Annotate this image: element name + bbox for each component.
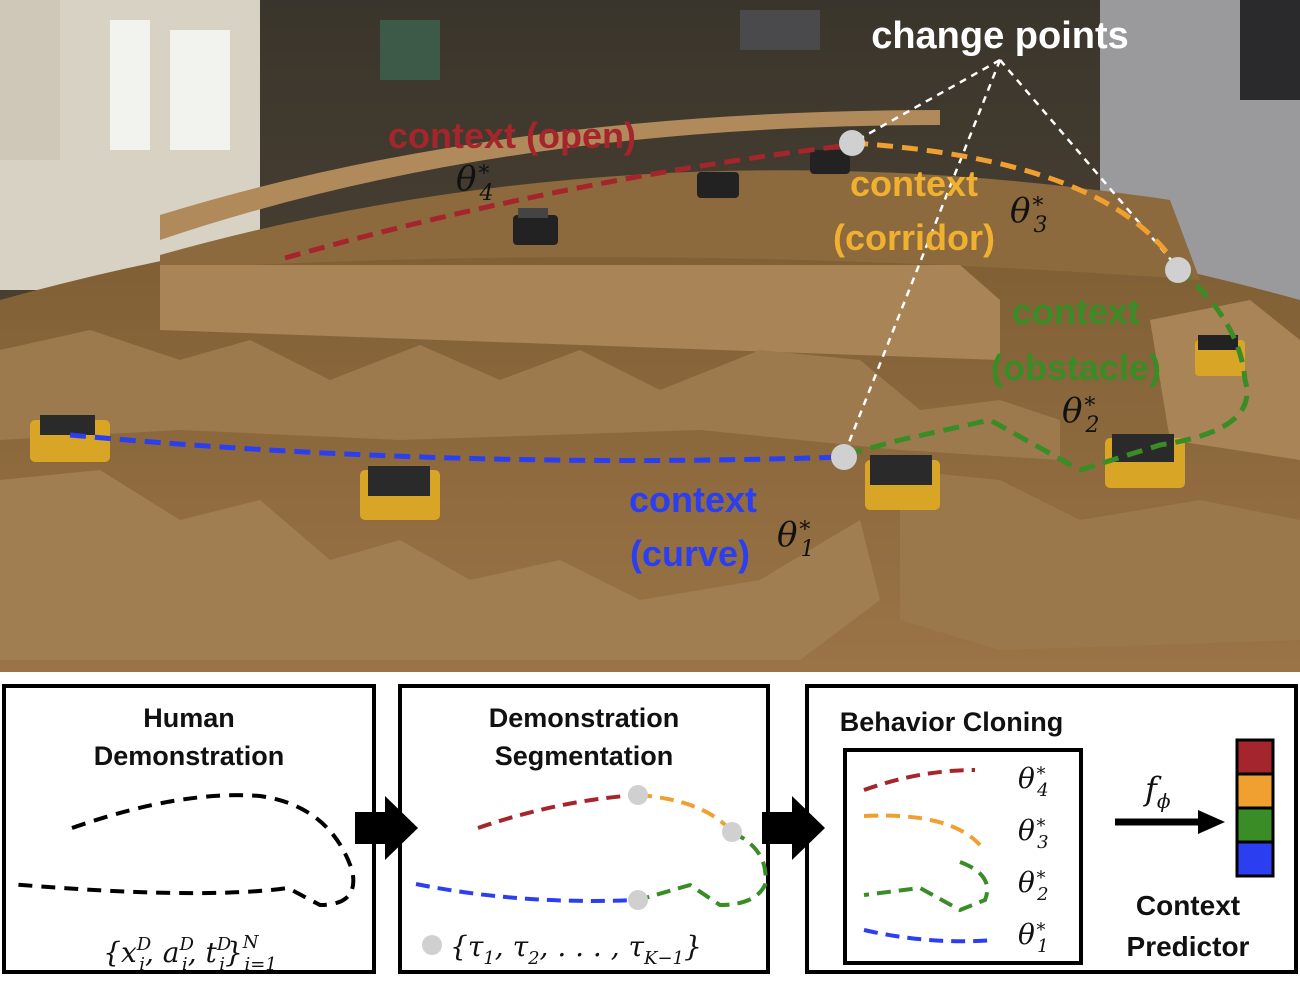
- window: [170, 30, 230, 150]
- context-cell-curve: [1237, 842, 1273, 876]
- bc-theta-4: θ∗4: [1018, 760, 1049, 801]
- predictor-function: fϕ: [1143, 770, 1171, 813]
- bc-theta-2: θ∗2: [1018, 864, 1049, 905]
- label-context-obstacle-2: (obstacle): [991, 347, 1161, 388]
- context-predictor-label-2: Predictor: [1127, 931, 1250, 962]
- robot: [697, 172, 739, 198]
- context-predictor-bar: [1237, 740, 1273, 876]
- segment-open: [478, 795, 638, 828]
- label-context-corridor: context: [850, 163, 978, 204]
- robot: [1195, 335, 1245, 376]
- theta-4-label: θ∗4: [456, 157, 493, 206]
- segment-corridor: [638, 795, 732, 832]
- label-context-obstacle: context: [1012, 291, 1140, 332]
- segmentation-formula: {τ1, τ2, . . . , τK−1}: [450, 930, 702, 969]
- change-point-marker: [1165, 257, 1191, 283]
- change-point-marker: [628, 890, 648, 910]
- lab-photo: change points context (open) context (co…: [0, 0, 1300, 672]
- window: [110, 20, 150, 150]
- theta-2-label: θ∗2: [1062, 389, 1099, 438]
- context-predictor-label: Context: [1136, 890, 1240, 921]
- robot: [810, 150, 850, 174]
- label-context-curve-2: (curve): [630, 533, 750, 574]
- arrow-right-icon: [355, 796, 418, 860]
- segment-curve: [416, 884, 638, 901]
- theta-3-label: θ∗3: [1010, 189, 1047, 238]
- bc-theta-1: θ∗1: [1018, 916, 1049, 957]
- theta-1-label: θ∗1: [777, 513, 814, 562]
- change-point-marker: [628, 785, 648, 805]
- label-context-corridor-2: (corridor): [833, 217, 995, 258]
- robot: [360, 466, 440, 520]
- segment-obstacle: [638, 832, 766, 905]
- human-trajectory: [10, 795, 353, 905]
- context-cell-corridor: [1237, 774, 1273, 808]
- label-context-curve: context: [629, 479, 757, 520]
- arrow-right-icon: [1198, 810, 1225, 834]
- label-context-open: context (open): [388, 115, 636, 156]
- context-cell-obstacle: [1237, 808, 1273, 842]
- bc-theta-3: θ∗3: [1018, 812, 1049, 853]
- robot: [865, 455, 940, 510]
- arrow-right-icon: [762, 796, 825, 860]
- context-cell-open: [1237, 740, 1273, 774]
- change-point-marker: [839, 130, 865, 156]
- change-point-legend-dot: [422, 935, 442, 955]
- change-point-marker: [722, 822, 742, 842]
- change-point-marker: [831, 444, 857, 470]
- change-points-label: change points: [871, 15, 1129, 57]
